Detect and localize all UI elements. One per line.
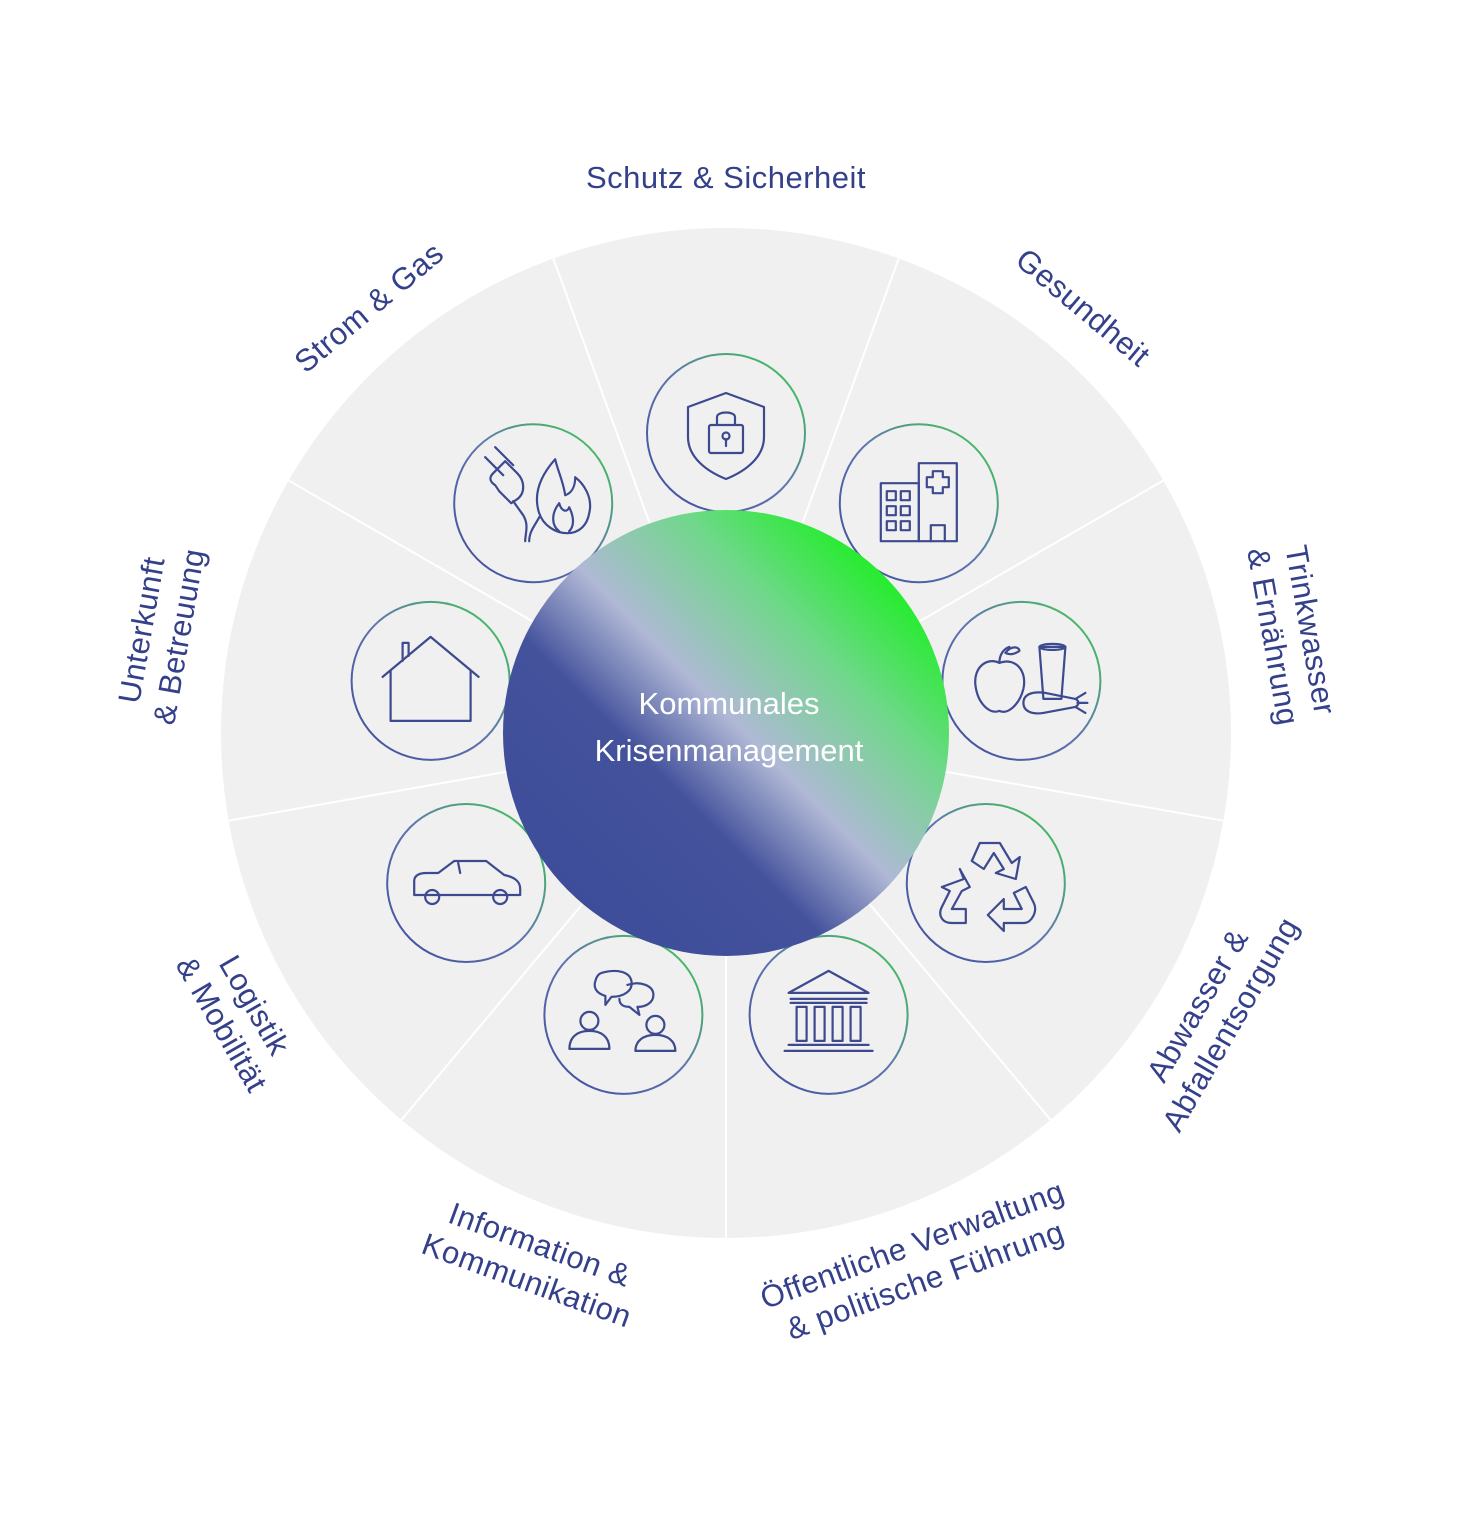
segment-divider bbox=[918, 479, 1164, 623]
segment-divider bbox=[801, 258, 900, 524]
segment-dividers bbox=[228, 258, 1224, 1238]
segment-divider bbox=[288, 479, 534, 623]
icon-ring bbox=[386, 803, 547, 963]
icon-ring bbox=[453, 423, 614, 584]
segment-label-1-line-1: Schutz & Sicherheit bbox=[586, 160, 866, 195]
plug-flame-icon bbox=[453, 423, 614, 584]
icon-ring bbox=[905, 803, 1066, 963]
center-circle bbox=[503, 510, 949, 956]
recycle-icon bbox=[905, 803, 1066, 963]
icon-ring bbox=[838, 423, 999, 584]
car-icon bbox=[386, 803, 547, 963]
segment-divider bbox=[228, 770, 507, 822]
hospital-icon bbox=[838, 423, 999, 584]
segment-divider bbox=[552, 258, 651, 524]
icon-ring bbox=[748, 934, 909, 1095]
segment-divider bbox=[945, 770, 1224, 822]
segment-divider bbox=[400, 903, 584, 1121]
conversation-icon bbox=[543, 934, 704, 1095]
center-title-line-1: Kommunales bbox=[639, 686, 820, 721]
government-building-icon bbox=[748, 934, 909, 1095]
segment-divider bbox=[868, 903, 1052, 1121]
center-title-line-2: Krisenmanagement bbox=[595, 733, 864, 768]
icon-ring bbox=[543, 934, 704, 1095]
